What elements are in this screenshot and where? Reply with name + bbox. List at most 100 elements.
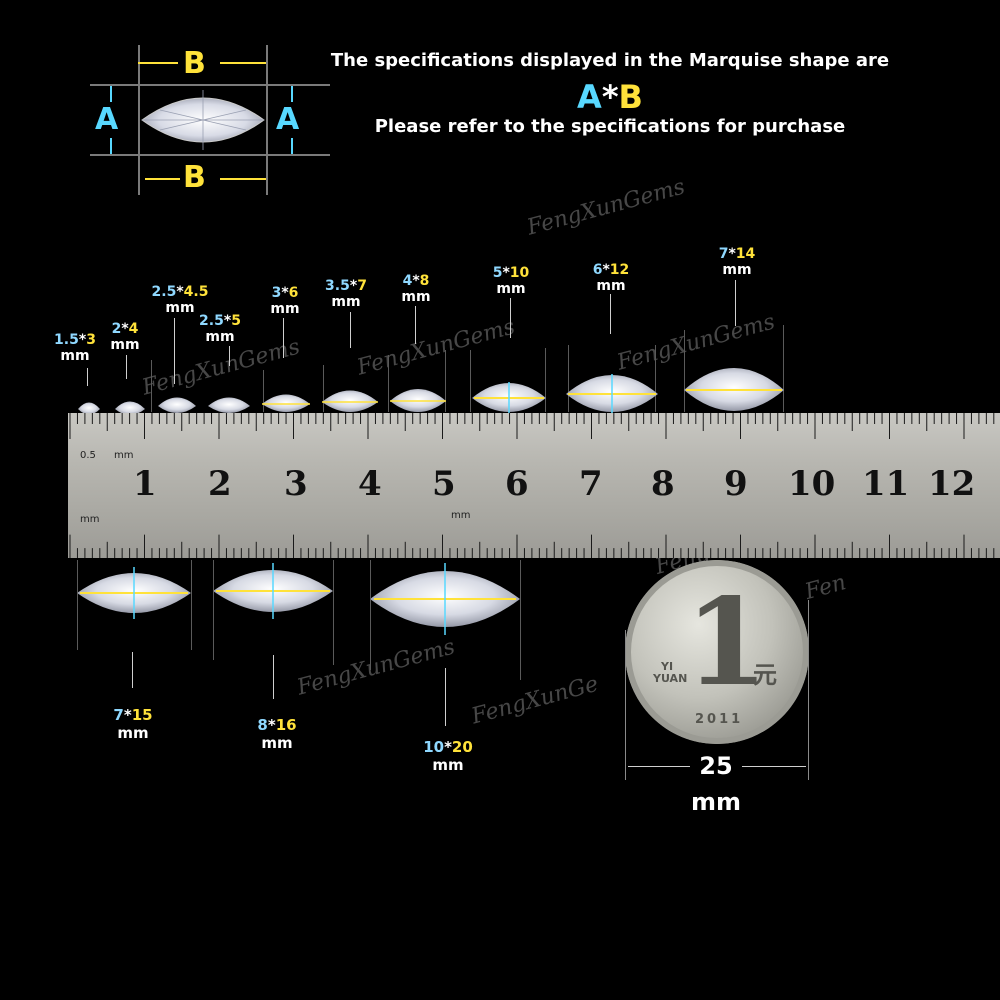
guide-line bbox=[470, 350, 471, 412]
gem-5x10 bbox=[472, 382, 546, 414]
ruler-number: 9 bbox=[724, 464, 748, 504]
size-unit: mm bbox=[205, 329, 235, 345]
size-unit: mm bbox=[722, 262, 752, 278]
size-label-8x16: 8*16 mm bbox=[244, 716, 310, 752]
size-b: 20 bbox=[451, 738, 473, 756]
diagram-letter-b-top: B bbox=[183, 46, 206, 81]
marquise-gem-diagram-icon bbox=[141, 90, 265, 150]
size-b: 5 bbox=[231, 313, 241, 329]
watermark-partial: Fen bbox=[802, 570, 849, 605]
size-unit: mm bbox=[331, 294, 361, 310]
pointer-line bbox=[174, 318, 175, 384]
gem-8x16 bbox=[213, 563, 333, 619]
arrow-a-right-bottom bbox=[291, 138, 293, 154]
gem-6x12 bbox=[566, 374, 658, 414]
coin-dimension-value: 25 bbox=[699, 752, 733, 780]
ruler-number: 8 bbox=[651, 464, 675, 504]
size-unit: mm bbox=[110, 337, 140, 353]
gem-2-5x4-5 bbox=[158, 397, 196, 413]
guide-line bbox=[445, 350, 446, 412]
diagram-guide-line bbox=[266, 45, 268, 195]
ruler-label-mm-bottom: mm bbox=[80, 514, 100, 525]
size-a: 2 bbox=[111, 321, 122, 337]
size-label-3x6: 3*6 mm bbox=[257, 285, 313, 317]
size-label-6x12: 6*12 mm bbox=[578, 262, 644, 294]
size-a: 1.5 bbox=[54, 332, 79, 348]
size-unit: mm bbox=[596, 278, 626, 294]
size-a: 3 bbox=[271, 285, 282, 301]
watermark: FengXunGems bbox=[524, 174, 688, 241]
pointer-line bbox=[126, 355, 127, 379]
formula-star: * bbox=[601, 78, 619, 116]
diagram-guide-line bbox=[90, 84, 330, 86]
size-label-5x10: 5*10 mm bbox=[478, 265, 544, 297]
size-b: 10 bbox=[509, 265, 530, 281]
guide-line bbox=[370, 560, 371, 670]
pointer-line bbox=[610, 294, 611, 334]
guide-line bbox=[684, 330, 685, 412]
watermark-partial: FengXunGe bbox=[468, 671, 601, 730]
size-label-2-5x4-5: 2.5*4.5 mm bbox=[140, 284, 220, 316]
size-b: 4.5 bbox=[183, 284, 209, 300]
coin-dimension-arrow-right bbox=[742, 766, 806, 767]
ruler-number: 3 bbox=[284, 464, 308, 504]
coin-dimension-unit: mm bbox=[690, 788, 741, 816]
pointer-line bbox=[350, 312, 351, 348]
pointer-line bbox=[445, 668, 446, 726]
size-b: 15 bbox=[131, 706, 153, 724]
ruler-number: 11 bbox=[862, 464, 910, 504]
size-a: 2.5 bbox=[199, 313, 224, 329]
ruler-number: 5 bbox=[432, 464, 456, 504]
arrow-b-top-right bbox=[220, 62, 266, 64]
size-unit: mm bbox=[401, 289, 431, 305]
size-a: 6 bbox=[592, 262, 603, 278]
size-label-7x14: 7*14 mm bbox=[704, 246, 770, 278]
size-a: 3.5 bbox=[325, 278, 350, 294]
size-unit: mm bbox=[270, 301, 300, 317]
coin-dimension-arrow-left bbox=[628, 766, 690, 767]
gem-1-5x3 bbox=[78, 402, 100, 415]
coin-yuan: YUAN bbox=[653, 672, 688, 685]
guide-line bbox=[655, 345, 656, 412]
ruler-ticks bbox=[69, 413, 995, 558]
size-a: 8 bbox=[257, 716, 268, 734]
size-label-2-5x5: 2.5*5 mm bbox=[188, 313, 252, 345]
size-label-10x20: 10*20 mm bbox=[408, 738, 488, 774]
guide-line bbox=[323, 365, 324, 412]
arrow-a-left-bottom bbox=[110, 138, 112, 154]
size-b: 3 bbox=[86, 332, 96, 348]
ruler-number: 1 bbox=[133, 464, 157, 504]
gem-3x6 bbox=[262, 394, 310, 412]
size-label-3-5x7: 3.5*7 mm bbox=[313, 278, 379, 310]
ruler-number: 12 bbox=[928, 464, 976, 504]
gem-7x14 bbox=[684, 368, 784, 411]
size-unit: mm bbox=[165, 300, 195, 316]
diagram-letter-b-bottom: B bbox=[183, 160, 206, 195]
gem-10x20 bbox=[370, 563, 520, 635]
guide-line bbox=[388, 355, 389, 412]
pointer-line bbox=[132, 652, 133, 688]
coin-numeral: 1 bbox=[685, 572, 769, 713]
ruler-number: 4 bbox=[358, 464, 382, 504]
ruler-label-mm-top: mm bbox=[114, 450, 134, 461]
top-gems-row bbox=[78, 368, 784, 415]
size-b: 14 bbox=[735, 246, 756, 262]
gem-2-5x5 bbox=[208, 397, 250, 413]
size-unit: mm bbox=[60, 348, 90, 364]
pointer-line bbox=[510, 298, 511, 338]
size-b: 16 bbox=[275, 716, 297, 734]
pointer-line bbox=[415, 306, 416, 344]
size-b: 4 bbox=[128, 321, 139, 337]
guide-line bbox=[333, 560, 334, 665]
ruler-number: 7 bbox=[579, 464, 603, 504]
ruler-number: 6 bbox=[505, 464, 529, 504]
guide-line bbox=[151, 360, 152, 412]
ruler-label-05: 0.5 bbox=[80, 450, 96, 461]
gem-7x15 bbox=[77, 567, 191, 619]
guide-line bbox=[213, 560, 214, 660]
gem-2x4 bbox=[115, 401, 145, 415]
size-a: 10 bbox=[423, 738, 445, 756]
bottom-gems-row bbox=[77, 563, 520, 635]
guide-line bbox=[77, 560, 78, 650]
size-b: 12 bbox=[609, 262, 630, 278]
